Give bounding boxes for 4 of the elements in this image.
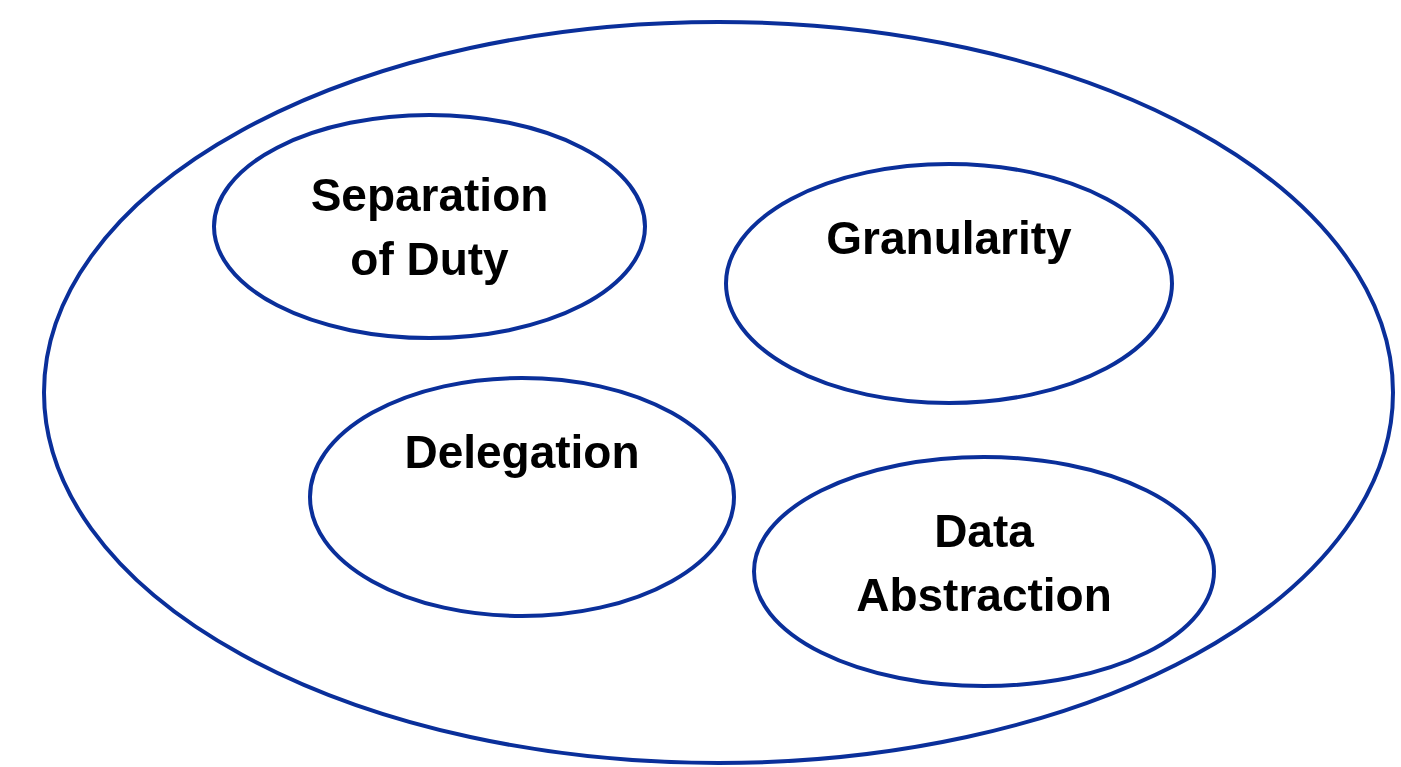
ellipse-label: Separation of Duty (309, 168, 550, 287)
ellipse-label: Delegation (404, 425, 640, 480)
ellipse-label: Granularity (826, 211, 1072, 266)
ellipse-label: Data Abstraction (855, 504, 1113, 623)
